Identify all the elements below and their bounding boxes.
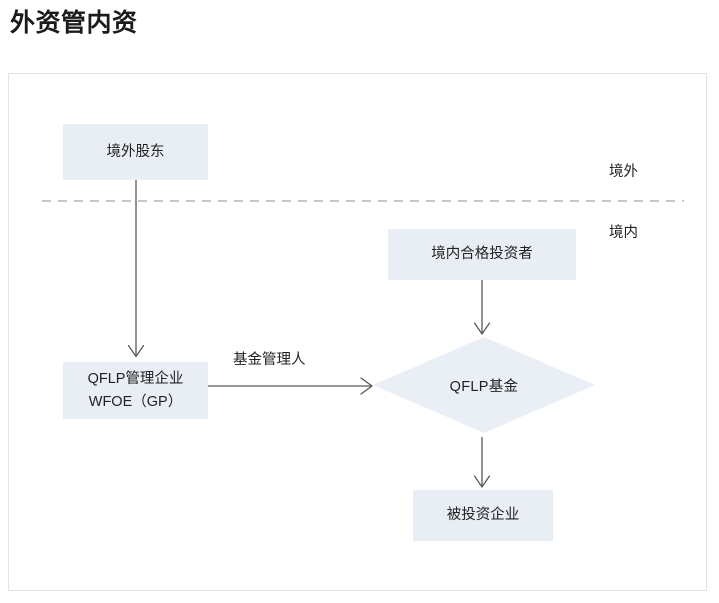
node-qflp-fund[interactable]: QFLP基金 [373,337,595,433]
node-overseas-shareholder[interactable]: 境外股东 [63,124,208,180]
node-qflp-management-wfoe[interactable]: QFLP管理企业 WFOE（GP） [63,362,208,419]
edge-label-fund-manager: 基金管理人 [233,352,306,368]
node-qflp-fund-label: QFLP基金 [449,378,519,395]
page-title: 外资管内资 [10,9,138,37]
region-label-domestic: 境内 [609,225,638,241]
node-invested-enterprise[interactable]: 被投资企业 [413,490,553,541]
node-domestic-investor[interactable]: 境内合格投资者 [388,229,576,280]
region-label-overseas: 境外 [609,164,638,180]
